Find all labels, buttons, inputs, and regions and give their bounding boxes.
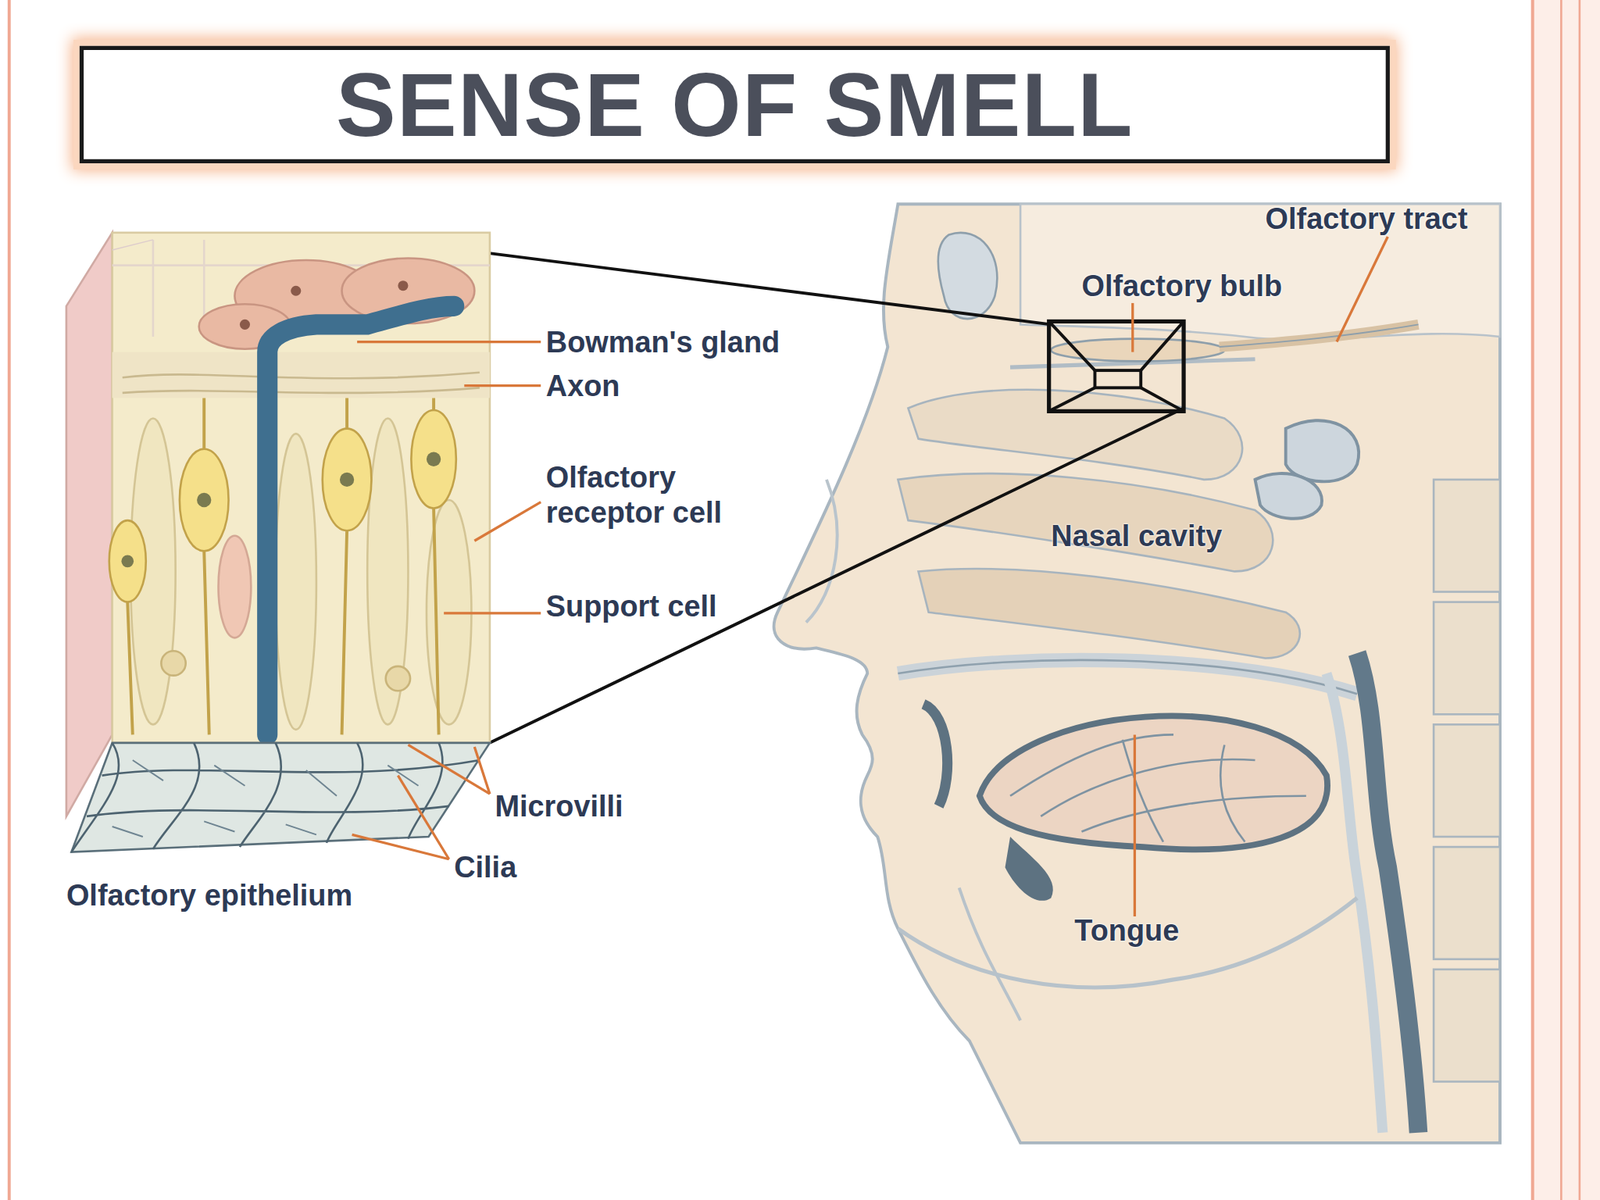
part-label: Olfactory epithelium bbox=[66, 877, 353, 912]
head-section-shape bbox=[959, 887, 1021, 1021]
receptor-cells-shape bbox=[127, 397, 439, 735]
zoom-box-shape bbox=[487, 253, 1051, 325]
leader-lines-shape bbox=[1131, 303, 1134, 353]
cilia-surface bbox=[71, 742, 490, 853]
part-label: Olfactory bulb bbox=[1081, 268, 1283, 304]
leader-lines-shape bbox=[357, 340, 541, 343]
part-label: Tongue bbox=[1074, 913, 1179, 948]
part-label: Nasal cavity bbox=[1050, 518, 1222, 554]
head-section-shape bbox=[1005, 836, 1054, 901]
epithelium-block-shape bbox=[66, 232, 113, 817]
leader-lines-shape bbox=[397, 775, 449, 860]
head-section-shape bbox=[1433, 846, 1500, 960]
head-section-shape bbox=[1357, 653, 1418, 1133]
receptor-cells-shape bbox=[322, 428, 372, 532]
head-section-shape bbox=[774, 203, 1500, 1143]
head-section-shape bbox=[1219, 324, 1419, 347]
head-section-shape bbox=[1433, 724, 1500, 837]
part-label: Axon bbox=[546, 368, 621, 404]
receptor-cells-shape bbox=[160, 650, 186, 675]
leader-lines-shape bbox=[1133, 734, 1136, 916]
head-section-shape bbox=[1433, 969, 1500, 1083]
head-section-shape bbox=[1255, 473, 1322, 519]
page-border-shape bbox=[7, 0, 11, 1200]
epithelium-block-shape bbox=[397, 280, 408, 291]
epithelium-block-shape bbox=[122, 372, 480, 393]
epithelium-block-shape bbox=[267, 306, 454, 736]
part-label: Olfactory receptor cell bbox=[546, 460, 791, 530]
epithelium-block-shape bbox=[112, 232, 490, 743]
epithelium-block-shape bbox=[290, 285, 301, 297]
head-section-shape bbox=[923, 703, 948, 807]
zoom-box-shape bbox=[1140, 321, 1184, 371]
receptor-cells-shape bbox=[426, 452, 441, 467]
leader-lines-shape bbox=[474, 502, 541, 542]
head-section-shape bbox=[1010, 734, 1307, 842]
page-border bbox=[9, 0, 1600, 1200]
head-section-shape bbox=[1326, 673, 1383, 1133]
leader-lines bbox=[352, 236, 1389, 917]
head-section bbox=[774, 203, 1500, 1143]
head-section-shape bbox=[1433, 602, 1500, 715]
receptor-cells-shape bbox=[109, 520, 147, 602]
head-section-shape bbox=[897, 660, 1358, 694]
receptor-cells-shape bbox=[179, 449, 229, 552]
epithelium-block-shape bbox=[239, 319, 250, 330]
zoom-box-shape bbox=[1140, 387, 1184, 411]
head-section-shape bbox=[806, 479, 838, 623]
part-label: Bowman's gland bbox=[546, 324, 780, 359]
epithelium-block-shape bbox=[112, 239, 154, 250]
leader-lines-shape bbox=[443, 611, 541, 615]
part-label: Support cell bbox=[546, 589, 718, 624]
zoom-box-shape bbox=[1049, 321, 1096, 371]
page-border-shape bbox=[1578, 0, 1582, 1200]
cilia-surface-shape bbox=[112, 760, 419, 837]
page-border-shape bbox=[1560, 0, 1563, 1200]
head-section-shape bbox=[897, 660, 1358, 694]
head-section-shape bbox=[897, 473, 1273, 572]
receptor-cells bbox=[109, 397, 457, 735]
leader-lines-shape bbox=[352, 834, 450, 859]
zoom-box-shape bbox=[1049, 387, 1096, 411]
leader-lines-shape bbox=[407, 744, 490, 794]
head-section-shape bbox=[1219, 324, 1419, 347]
cilia-surface-shape bbox=[71, 742, 479, 853]
epithelium-block-shape bbox=[112, 352, 490, 399]
receptor-cells-shape bbox=[121, 555, 134, 568]
support-cells-shape bbox=[275, 433, 317, 730]
epithelium-block bbox=[66, 232, 490, 853]
head-section-shape bbox=[918, 568, 1300, 658]
cilia-surface-shape bbox=[71, 742, 490, 853]
receptor-cells-shape bbox=[196, 492, 211, 508]
part-label: Cilia bbox=[453, 850, 517, 885]
head-section-shape bbox=[938, 232, 998, 319]
zoom-box-shape bbox=[1094, 370, 1141, 388]
part-label: Olfactory tract bbox=[1265, 200, 1468, 236]
head-section-shape bbox=[907, 389, 1243, 480]
receptor-cells-shape bbox=[385, 666, 411, 691]
zoom-box bbox=[487, 253, 1184, 743]
support-cells-shape bbox=[218, 535, 252, 639]
receptor-cells-shape bbox=[339, 472, 354, 487]
head-section-shape bbox=[979, 715, 1328, 850]
title: SENSE OF SMELL bbox=[335, 52, 1134, 157]
leader-lines-shape bbox=[474, 746, 490, 794]
head-section-shape bbox=[1433, 479, 1500, 593]
zoom-box-shape bbox=[489, 407, 1184, 743]
receptor-cells-shape bbox=[410, 410, 456, 508]
leader-lines-shape bbox=[1336, 236, 1388, 343]
zoom-box-shape bbox=[1049, 321, 1184, 411]
page-border-shape bbox=[1530, 0, 1600, 1200]
page-border-shape bbox=[1531, 0, 1535, 1200]
head-section-shape bbox=[1285, 420, 1359, 482]
part-label: Microvilli bbox=[494, 789, 623, 824]
leader-lines-shape bbox=[464, 384, 541, 387]
title-box: SENSE OF SMELL bbox=[79, 46, 1390, 164]
